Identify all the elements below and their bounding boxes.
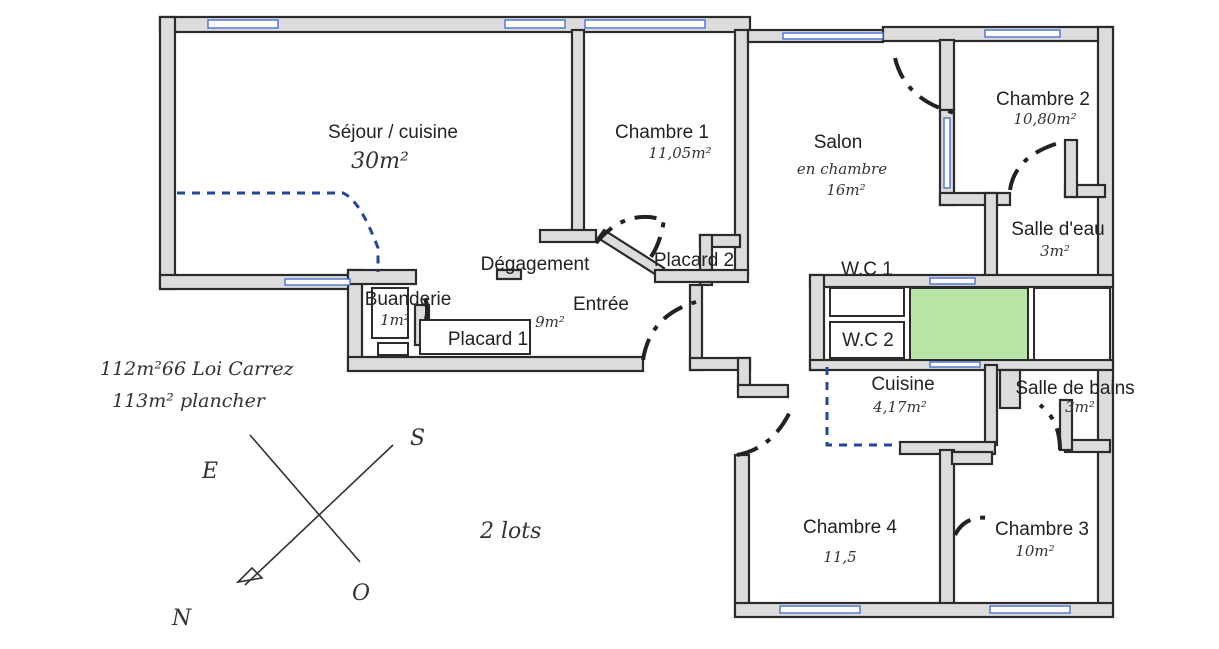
- wall-chambre1-corner: [538, 228, 598, 244]
- label-degagement: Dégagement: [481, 254, 591, 275]
- fixture-wc1: [829, 287, 905, 317]
- window-chambre2: [984, 29, 1061, 38]
- wall-sejour-chambre1: [570, 28, 586, 240]
- window-sejour-bottom: [284, 278, 351, 286]
- compass-west: O: [352, 581, 370, 606]
- window-sejour-1: [207, 19, 279, 29]
- window-cuisine: [929, 361, 981, 368]
- wall-chambre4-left: [733, 453, 751, 617]
- door-chambre1: [594, 215, 667, 260]
- wall-degagement-stub: [495, 268, 523, 281]
- window-chambre4: [779, 605, 861, 614]
- wall-placard2-bottom: [653, 268, 750, 284]
- wall-chambre2-bottom-left: [938, 191, 1012, 207]
- compass-east: E: [201, 459, 218, 484]
- area-buanderie: 1m²: [380, 311, 410, 329]
- window-chambre3: [989, 605, 1071, 614]
- note-lots: 2 lots: [479, 519, 541, 544]
- label-entree: Entrée: [573, 294, 629, 315]
- cabinet-buanderie-low: [377, 342, 409, 356]
- note-salon: en chambre: [797, 160, 887, 178]
- compass-north: N: [171, 606, 192, 631]
- door-salle-eau: [1008, 140, 1063, 191]
- area-salle-eau: 3m²: [1040, 242, 1070, 260]
- handwritten-notes: 112m²66 Loi Carrez 113m² plancher 2 lots: [100, 358, 541, 544]
- fixture-salle-bains: [1033, 287, 1111, 361]
- wall-entree-bottom: [346, 355, 645, 373]
- label-chambre1: Chambre 1: [615, 122, 709, 143]
- wall-sdb-jog: [998, 368, 1022, 410]
- door-chambre4: [736, 404, 795, 457]
- wall-chambre2-inner: [1063, 138, 1079, 199]
- highlight-area: [909, 287, 1029, 361]
- compass-arrow-icon: [235, 566, 264, 584]
- label-sejour: Séjour / cuisine: [328, 122, 458, 143]
- wall-degagement-diag: [596, 228, 666, 278]
- window-salon: [782, 32, 884, 40]
- area-cuisine: 4,17m²: [872, 398, 927, 416]
- wall-chambre2-left-upper: [938, 38, 956, 112]
- area-chambre3: 10m²: [1015, 542, 1054, 560]
- label-chambre3: Chambre 3: [995, 519, 1089, 540]
- area-entree: 9m²: [535, 313, 565, 331]
- door-salle-bains: [1038, 403, 1062, 451]
- label-placard1: Placard 1: [448, 329, 528, 350]
- label-buanderie: Buanderie: [365, 289, 452, 310]
- cabinet-placard1: [419, 319, 531, 355]
- label-placard2: Placard 2: [654, 250, 734, 271]
- label-salle-bains: Salle de bains: [1015, 378, 1134, 399]
- area-chambre1: 11,05m²: [648, 144, 711, 162]
- wall-chambre3-top-left: [950, 450, 994, 466]
- fixture-wc2: [829, 321, 905, 359]
- wall-sdb-left: [983, 363, 999, 447]
- label-cuisine: Cuisine: [871, 374, 934, 395]
- wall-chambre4-chambre3: [938, 448, 956, 612]
- doors: [418, 57, 1063, 536]
- wall-sdb-inner: [1058, 398, 1074, 452]
- cabinet-buanderie: [371, 287, 409, 339]
- wall-salle-eau-left: [983, 191, 999, 285]
- window-wc1: [929, 277, 976, 285]
- compass-line-2: [244, 444, 394, 586]
- fixtures: [829, 287, 1111, 361]
- note-plancher: 113m² plancher: [112, 390, 267, 412]
- wall-corridor-mid: [736, 383, 790, 399]
- compass: E S N O: [171, 426, 425, 631]
- area-sejour: 30m²: [351, 149, 409, 174]
- label-chambre2: Chambre 2: [996, 89, 1090, 110]
- wall-wc-left: [808, 273, 826, 372]
- note-loi-carrez: 112m²66 Loi Carrez: [100, 358, 295, 380]
- compass-south: S: [410, 426, 425, 451]
- area-chambre2: 10,80m²: [1013, 110, 1076, 128]
- window-chambre1: [584, 19, 706, 29]
- door-entree: [641, 300, 697, 361]
- door-chambre2: [893, 57, 956, 115]
- area-chambre4: 11,5: [823, 548, 856, 566]
- label-salle-eau: Salle d'eau: [1011, 219, 1104, 240]
- wall-buanderie-top: [346, 268, 418, 286]
- label-salon: Salon: [814, 132, 863, 153]
- dashed-partition-cuisine: [825, 367, 900, 447]
- label-wc1: W.C 1: [841, 259, 893, 280]
- wall-left: [158, 15, 177, 291]
- door-buanderie: [418, 288, 430, 321]
- window-chambre2-side: [943, 117, 951, 189]
- door-chambre3: [953, 515, 991, 536]
- dashed-partition-sejour: [177, 191, 380, 272]
- room-labels: Séjour / cuisine 30m² Chambre 1 11,05m² …: [328, 89, 1135, 566]
- area-salon: 16m²: [826, 181, 865, 199]
- windows: [207, 19, 1071, 614]
- window-sejour-2: [504, 19, 566, 29]
- label-wc2: W.C 2: [842, 330, 894, 351]
- compass-line-1: [249, 434, 361, 563]
- area-salle-bains: 3m²: [1065, 398, 1095, 416]
- label-chambre4: Chambre 4: [803, 517, 897, 538]
